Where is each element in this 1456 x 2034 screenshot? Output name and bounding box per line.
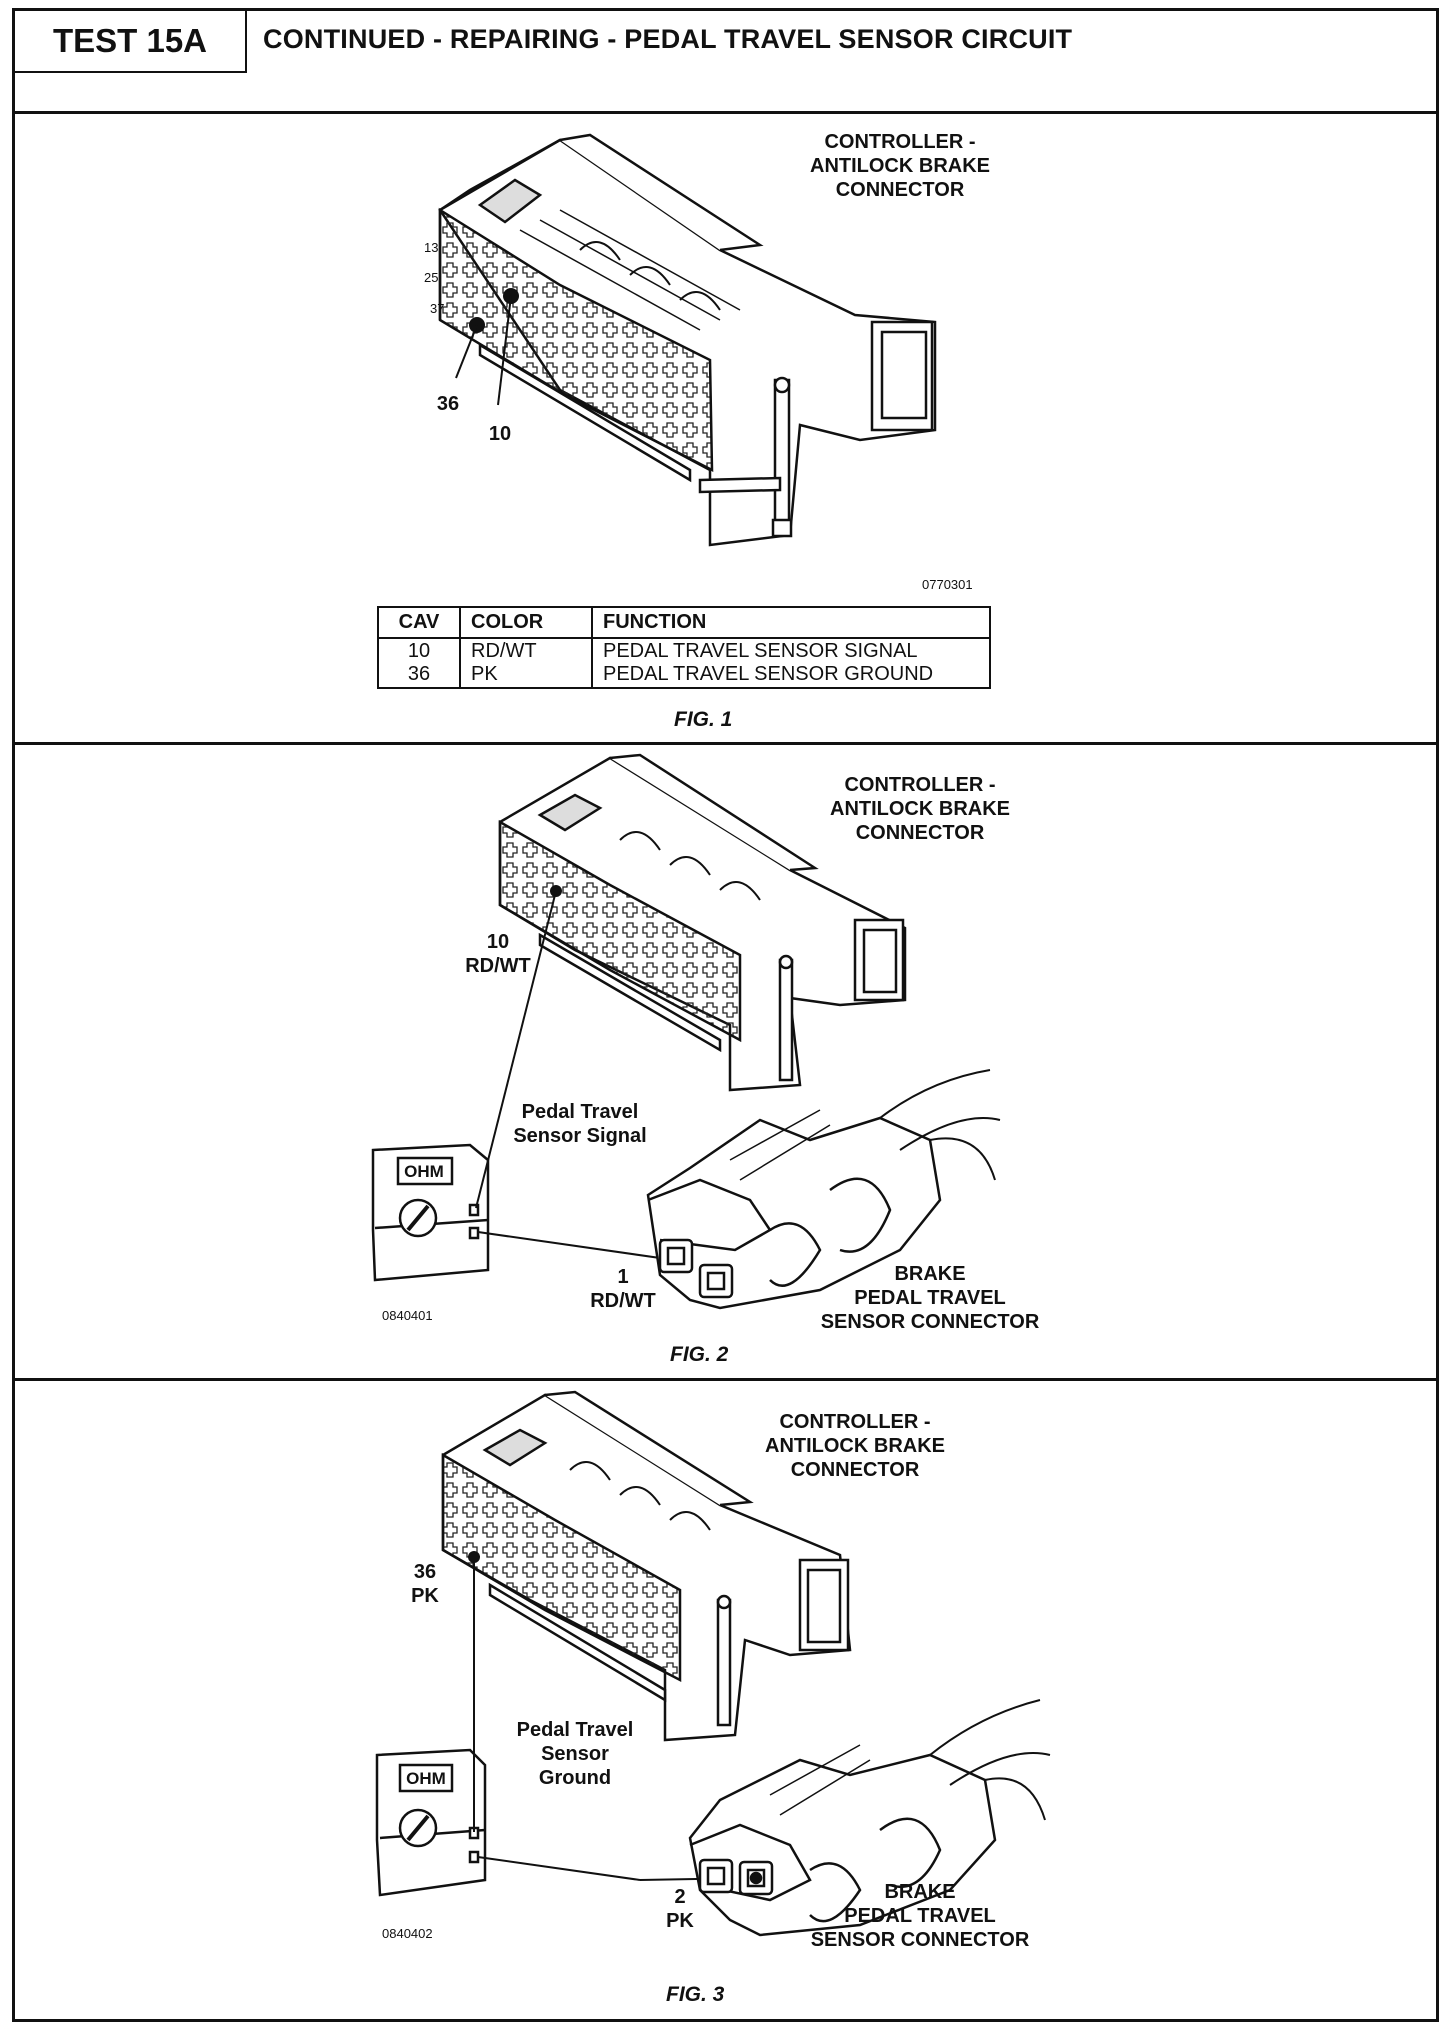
- fig3-caption: FIG. 3: [666, 1983, 725, 2006]
- fig2-abs-connector: [498, 753, 907, 1092]
- section-divider-1: [12, 742, 1439, 745]
- table-header-function: FUNCTION: [591, 607, 990, 639]
- fig2-probe-leads: [475, 890, 661, 1259]
- fig2-sensor-connector-label: BRAKE PEDAL TRAVEL SENSOR CONNECTOR: [820, 1263, 1040, 1333]
- table-cell-function: PEDAL TRAVEL SENSOR SIGNAL PEDAL TRAVEL …: [591, 638, 990, 688]
- fig3-pedal-sensor-connector: [688, 1699, 1051, 1937]
- fig3-abs-connector: [441, 1390, 852, 1742]
- fig1-ref-code: 0770301: [922, 577, 973, 592]
- fig2-connector-label: CONTROLLER - ANTILOCK BRAKE CONNECTOR: [830, 774, 1010, 844]
- fig2-sensor-pin-callout: 1 RD/WT: [590, 1266, 656, 1312]
- fig3-ref-code: 0840402: [382, 1926, 433, 1941]
- fig2-abs-pin-callout: 10 RD/WT: [465, 931, 531, 977]
- fig1-cavity-table: CAV COLOR FUNCTION 10 36 RD/WT PK PEDAL …: [377, 606, 991, 689]
- fig2-meter-display: OHM: [404, 1162, 444, 1181]
- fig2-caption: FIG. 2: [670, 1343, 729, 1366]
- fig3-sensor-connector-label: BRAKE PEDAL TRAVEL SENSOR CONNECTOR: [810, 1881, 1030, 1951]
- fig3-sensor-pin-callout: 2 PK: [666, 1886, 694, 1932]
- header-divider: [12, 111, 1439, 114]
- table-header-cav: CAV: [378, 607, 460, 639]
- fig3-meter-display: OHM: [406, 1769, 446, 1788]
- fig1-connector-label: CONTROLLER - ANTILOCK BRAKE CONNECTOR: [810, 131, 990, 201]
- fig1-caption: FIG. 1: [674, 708, 733, 731]
- fig1-pin-36-callout: 36: [436, 393, 460, 415]
- fig2-ref-code: 0840401: [382, 1308, 433, 1323]
- page-title: CONTINUED - REPAIRING - PEDAL TRAVEL SEN…: [263, 24, 1073, 54]
- fig1-cavity-13: 13: [424, 240, 439, 255]
- fig1-pin-10-callout: 10: [488, 423, 512, 445]
- fig1-abs-connector: [438, 133, 937, 547]
- fig3-circuit-label: Pedal Travel Sensor Ground: [516, 1719, 634, 1789]
- table-header-color: COLOR: [459, 607, 592, 639]
- fig3-connector-label: CONTROLLER - ANTILOCK BRAKE CONNECTOR: [765, 1411, 945, 1481]
- fig2-pedal-sensor-connector: [646, 1069, 1001, 1310]
- table-cell-cav: 10 36: [407, 640, 431, 685]
- fig3-abs-pin-callout: 36 PK: [411, 1561, 439, 1607]
- page-frame: [12, 8, 1439, 2022]
- test-label: TEST 15A: [15, 11, 247, 73]
- fig2-circuit-label: Pedal Travel Sensor Signal: [513, 1101, 647, 1147]
- fig1-cavity-37: 37: [430, 301, 445, 316]
- table-cell-color: RD/WT PK: [459, 638, 592, 688]
- fig1-cavity-25: 25: [424, 270, 439, 285]
- section-divider-2: [12, 1378, 1439, 1381]
- fig1-pin-markers: [455, 288, 519, 406]
